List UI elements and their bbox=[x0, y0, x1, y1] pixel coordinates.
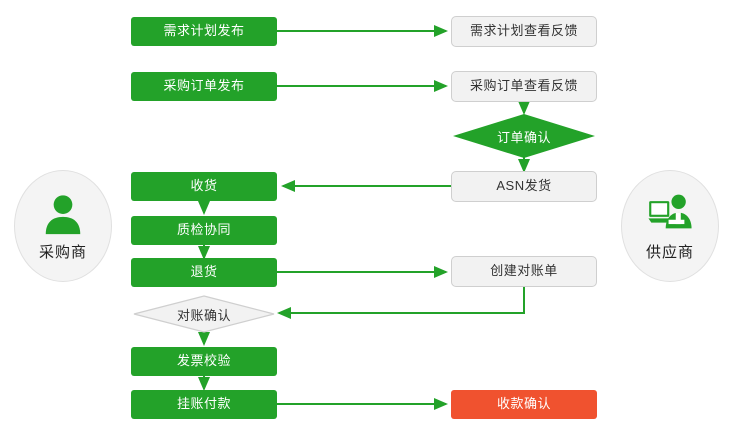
node-label: 对账确认 bbox=[176, 307, 231, 323]
node-asn-shipment[interactable]: ASN发货 bbox=[451, 171, 597, 202]
node-payment-posting[interactable]: 挂账付款 bbox=[131, 390, 277, 419]
node-label: 需求计划发布 bbox=[163, 23, 245, 39]
node-invoice-verify[interactable]: 发票校验 bbox=[131, 347, 277, 376]
node-label: ASN发货 bbox=[496, 178, 552, 194]
node-label: 挂账付款 bbox=[176, 396, 231, 412]
node-receipt-confirm[interactable]: 收款确认 bbox=[451, 390, 597, 419]
edge-create-statement-to-statement-confirm bbox=[277, 287, 525, 319]
node-po-publish[interactable]: 采购订单发布 bbox=[131, 72, 277, 101]
person-at-computer-icon bbox=[648, 194, 692, 228]
actor-supplier[interactable]: 供应商 bbox=[621, 170, 719, 282]
node-po-feedback[interactable]: 采购订单查看反馈 bbox=[451, 71, 597, 102]
node-label: 需求计划查看反馈 bbox=[469, 23, 578, 39]
node-goods-receipt[interactable]: 收货 bbox=[131, 172, 277, 201]
node-label: 采购订单发布 bbox=[163, 78, 245, 94]
node-create-statement[interactable]: 创建对账单 bbox=[451, 256, 597, 287]
node-label: 创建对账单 bbox=[490, 263, 558, 279]
actor-buyer[interactable]: 采购商 bbox=[14, 170, 112, 282]
diamond-shape-green bbox=[453, 114, 595, 158]
node-demand-plan-publish[interactable]: 需求计划发布 bbox=[131, 17, 277, 46]
node-statement-confirm[interactable]: 对账确认 bbox=[133, 295, 275, 333]
node-label: 订单确认 bbox=[496, 129, 551, 145]
person-icon bbox=[45, 194, 81, 234]
node-label: 发票校验 bbox=[176, 353, 231, 369]
node-label: 收款确认 bbox=[496, 396, 551, 412]
actor-supplier-label: 供应商 bbox=[645, 243, 694, 261]
node-quality-collab[interactable]: 质检协同 bbox=[131, 216, 277, 245]
node-order-confirm[interactable]: 订单确认 bbox=[453, 114, 595, 158]
node-return-goods[interactable]: 退货 bbox=[131, 258, 277, 287]
node-label: 质检协同 bbox=[176, 222, 231, 238]
node-label: 收货 bbox=[190, 178, 218, 194]
node-label: 退货 bbox=[190, 264, 218, 280]
node-demand-plan-feedback[interactable]: 需求计划查看反馈 bbox=[451, 16, 597, 47]
node-label: 采购订单查看反馈 bbox=[469, 78, 578, 94]
actor-buyer-label: 采购商 bbox=[38, 243, 87, 261]
